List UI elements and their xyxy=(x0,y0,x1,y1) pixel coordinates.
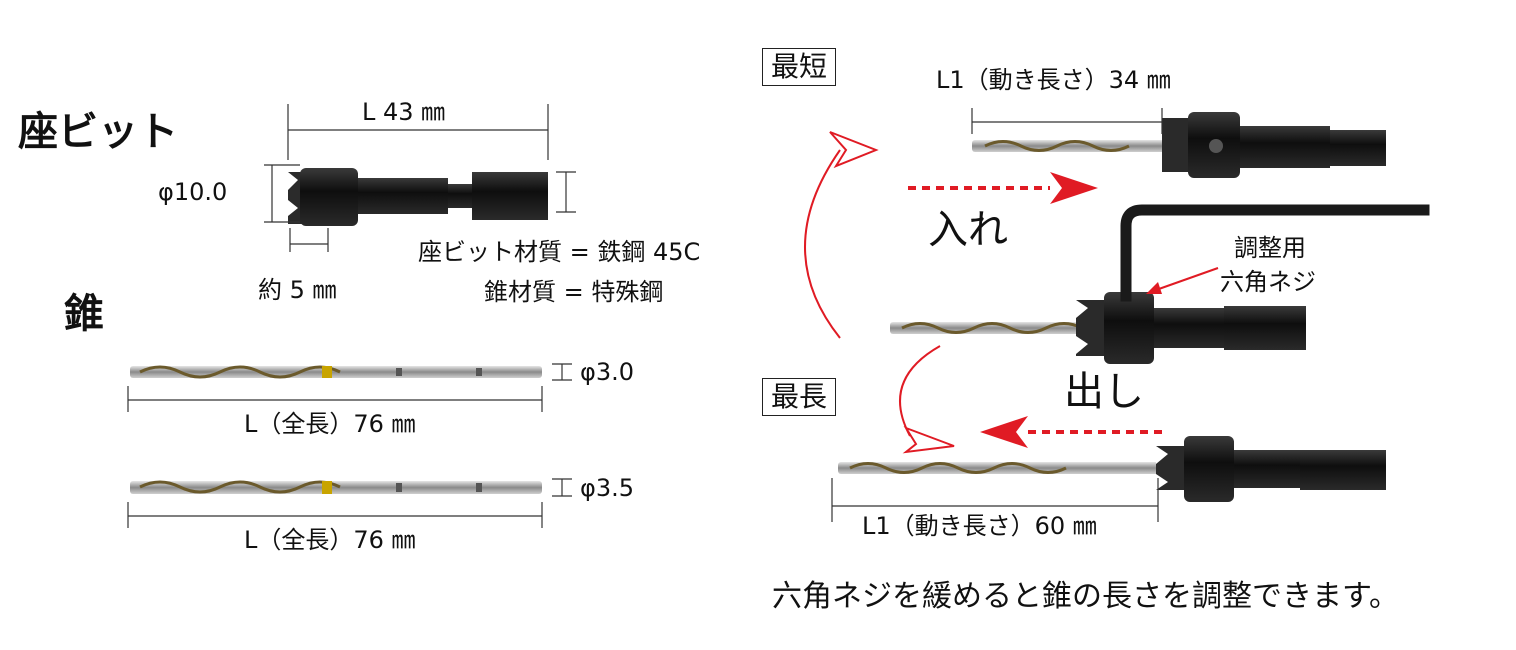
screw-pointer-arrow xyxy=(1146,267,1219,294)
shortest-l1-label: L1（動き長さ）34 ㎜ xyxy=(936,66,1171,94)
return-curve-arrow-bottom xyxy=(899,345,955,454)
drill-1-diameter-label: φ3.0 xyxy=(580,358,634,386)
shortest-label: 最短 xyxy=(762,48,837,86)
bit-material-label: 座ビット材質 = 鉄鋼 45C xyxy=(418,238,701,266)
longest-label: 最長 xyxy=(762,378,837,416)
drill-2-image xyxy=(130,480,542,494)
middle-assembly-image xyxy=(890,204,1430,364)
insert-arrow xyxy=(908,172,1098,204)
drill-2-dimension-lines xyxy=(127,478,572,528)
bit-depth-label: 約 5 ㎜ xyxy=(258,276,337,304)
shortest-assembly-image xyxy=(972,112,1386,178)
bit-diameter-label: φ10.0 xyxy=(158,178,228,206)
longest-dimension-lines xyxy=(831,478,1159,522)
drill-title: 錐 xyxy=(64,291,104,337)
shortest-dimension-lines xyxy=(971,108,1163,134)
screw-label-line-2: 六角ネジ xyxy=(1220,268,1316,296)
insert-label: 入れ xyxy=(928,207,1008,253)
bit-length-label: L 43 ㎜ xyxy=(362,98,446,126)
drill-1-dimension-lines xyxy=(127,363,572,412)
drill-1-image xyxy=(130,365,542,379)
bit-title: 座ビット xyxy=(18,109,178,155)
drill-material-label: 錐材質 = 特殊鋼 xyxy=(484,278,664,306)
return-curve-arrow-top xyxy=(804,131,879,339)
drill-2-length-label: L（全長）76 ㎜ xyxy=(244,526,416,554)
longest-assembly-image xyxy=(838,436,1386,502)
caption: 六角ネジを緩めると錐の長さを調整できます。 xyxy=(772,579,1399,614)
screw-label-line-1: 調整用 xyxy=(1234,234,1306,262)
longest-l1-label: L1（動き長さ）60 ㎜ xyxy=(862,512,1097,540)
countersink-bit-image xyxy=(288,168,548,226)
drill-2-diameter-label: φ3.5 xyxy=(580,474,634,502)
pull-label: 出し xyxy=(1064,369,1144,415)
drill-1-length-label: L（全長）76 ㎜ xyxy=(244,410,416,438)
pull-arrow xyxy=(980,416,1166,448)
bit-dimension-lines xyxy=(264,104,576,252)
